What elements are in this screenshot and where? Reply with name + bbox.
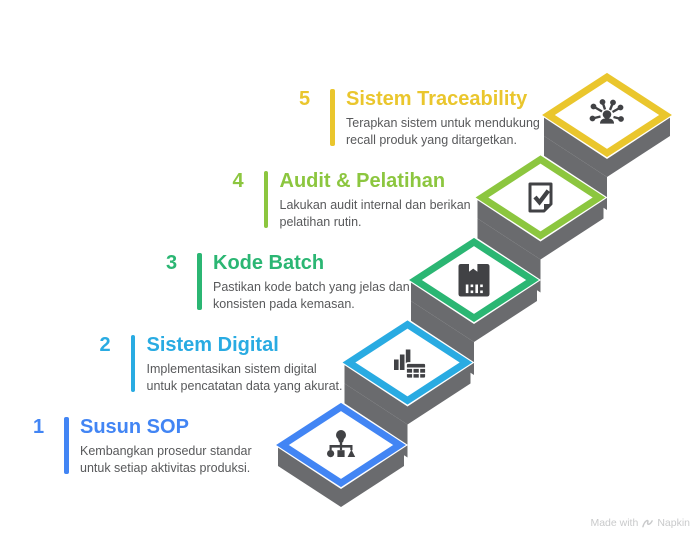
step-title: Sistem Digital <box>146 334 279 356</box>
step-title: Sistem Traceability <box>346 88 528 110</box>
step-row-4: 4 Audit & Pelatihan Lakukan audit intern… <box>233 169 505 230</box>
chart-table-icon <box>394 349 427 380</box>
step-description: Pastikan kode batch yang jelas dan konsi… <box>213 280 410 311</box>
flowchart-icon <box>327 430 356 458</box>
step-description: Terapkan sistem untuk mendukung recall p… <box>346 116 540 147</box>
watermark-brand: Napkin <box>657 517 690 529</box>
step-row-2: 2 Sistem Digital Implementasikan sistem … <box>100 333 372 394</box>
watermark: Made with Napkin <box>590 517 690 529</box>
step-number: 1 <box>33 416 45 438</box>
step-number: 3 <box>166 252 178 274</box>
step-number: 5 <box>299 88 311 110</box>
napkin-logo-icon <box>642 519 654 527</box>
step-row-1: 1 Susun SOP Kembangkan prosedur standar … <box>33 415 305 476</box>
step-description: Kembangkan prosedur standar untuk setiap… <box>80 444 252 475</box>
step-accent-bar <box>130 335 135 392</box>
step-accent-bar <box>197 253 202 310</box>
step-accent-bar <box>330 89 335 146</box>
step-number: 2 <box>99 334 111 356</box>
step-row-5: 5 Sistem Traceability Terapkan sistem un… <box>299 87 571 148</box>
recall-network-icon <box>589 99 624 124</box>
batch-package-icon <box>458 264 490 297</box>
step-description: Implementasikan sistem digital untuk pen… <box>146 362 343 393</box>
document-check-icon <box>528 182 553 213</box>
step-row-3: 3 Kode Batch Pastikan kode batch yang je… <box>166 251 438 312</box>
step-description: Lakukan audit internal dan berikan pelat… <box>279 198 471 229</box>
step-title: Susun SOP <box>80 416 189 438</box>
step-number: 4 <box>232 170 244 192</box>
watermark-prefix: Made with <box>590 517 639 529</box>
step-accent-bar <box>263 171 268 228</box>
step-accent-bar <box>64 417 69 474</box>
step-title: Audit & Pelatihan <box>279 170 446 192</box>
step-title: Kode Batch <box>213 252 325 274</box>
